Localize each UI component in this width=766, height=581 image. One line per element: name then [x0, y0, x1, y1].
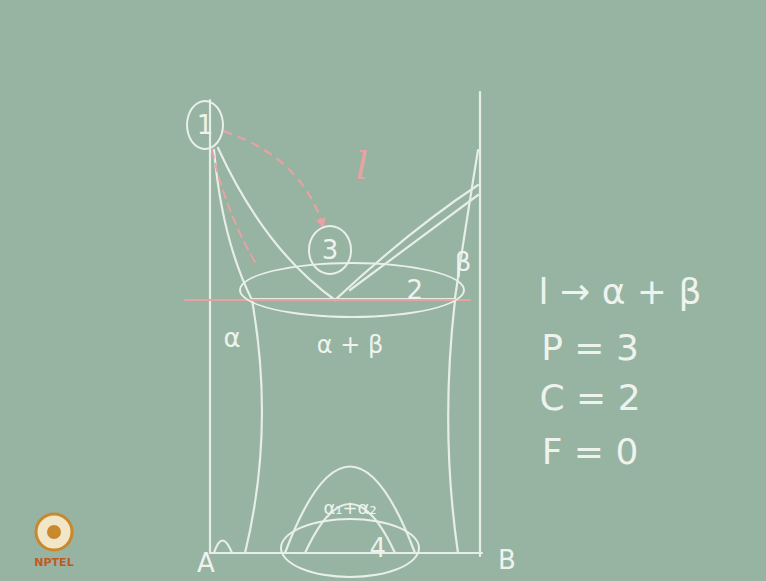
reaction-text: l → α + β: [539, 272, 702, 312]
solvus-curve: [245, 300, 262, 553]
axis-line: [210, 552, 482, 554]
axis-label: A: [197, 549, 215, 578]
solidus-curve: [214, 150, 252, 300]
logo-text: NPTEL: [34, 557, 73, 569]
equation-text: C = 2: [539, 378, 640, 418]
node-text: 3: [322, 236, 339, 265]
dashed-path: [212, 150, 255, 262]
circled-number: 1: [186, 100, 224, 150]
miscibility-dome: [285, 467, 415, 554]
equation-text: F = 0: [542, 432, 639, 472]
node-text: 1: [197, 111, 214, 140]
axis-line: [209, 100, 211, 553]
phase-label: β: [455, 248, 472, 277]
axis-line: [479, 92, 481, 556]
nptel-logo: [36, 514, 72, 550]
region-label: α₁+α₂: [323, 498, 376, 518]
region-label: α + β: [317, 332, 384, 358]
region-ellipse: 4: [280, 518, 420, 578]
region-label: l: [356, 143, 369, 187]
tie-line-ellipse: 2: [239, 262, 465, 318]
equation-text: P = 3: [541, 328, 639, 368]
circled-number: 3: [308, 225, 352, 274]
node-text: 2: [406, 276, 423, 305]
small-arc: [214, 541, 232, 554]
node-text: 4: [369, 534, 386, 563]
dashed-arrow: [223, 131, 323, 226]
solvus-curve: [448, 300, 458, 553]
solidus-curve: [455, 150, 478, 298]
isotherm-line: [185, 299, 470, 301]
axis-label: B: [498, 546, 516, 575]
phase-label: α: [223, 324, 240, 353]
